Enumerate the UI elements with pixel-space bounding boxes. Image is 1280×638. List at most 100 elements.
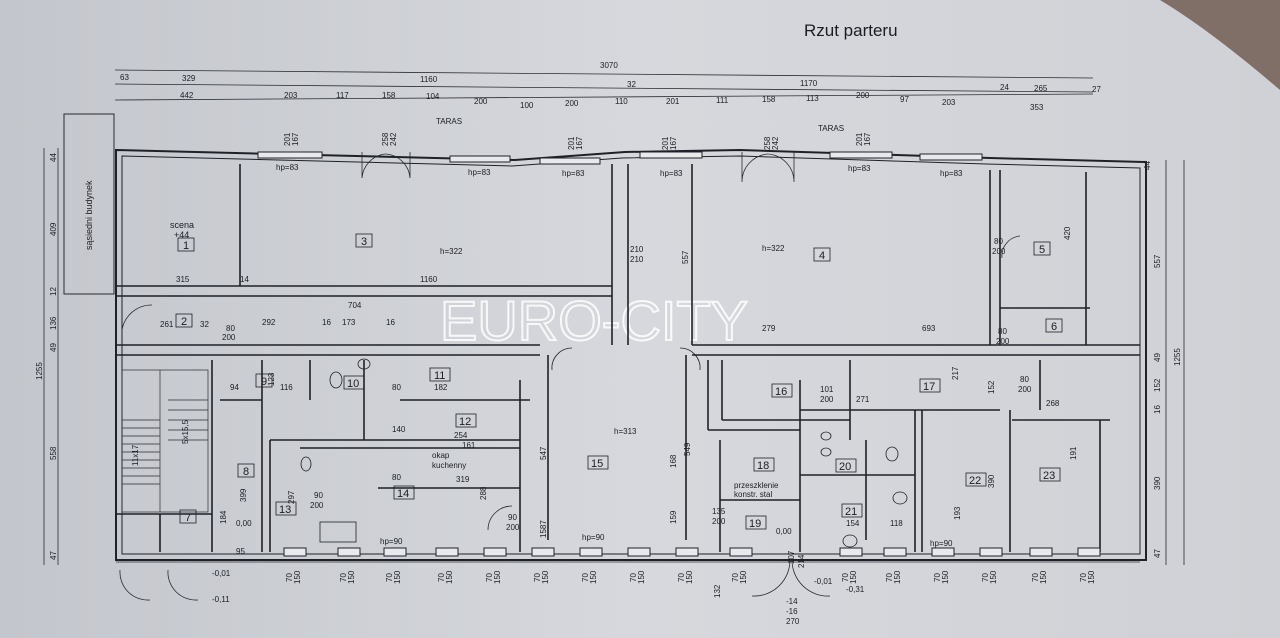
svg-text:150: 150 xyxy=(493,570,502,584)
svg-text:158: 158 xyxy=(382,91,396,100)
svg-text:19: 19 xyxy=(749,518,761,530)
svg-text:150: 150 xyxy=(893,570,902,584)
svg-text:161: 161 xyxy=(462,441,476,450)
svg-text:80: 80 xyxy=(392,473,401,482)
svg-text:49: 49 xyxy=(1153,353,1162,362)
svg-text:70: 70 xyxy=(841,573,850,582)
svg-text:117: 117 xyxy=(336,91,349,100)
svg-text:315: 315 xyxy=(176,275,190,284)
svg-text:193: 193 xyxy=(953,506,962,520)
svg-text:135: 135 xyxy=(712,507,726,516)
svg-text:420: 420 xyxy=(1063,226,1072,240)
svg-text:80: 80 xyxy=(392,383,401,392)
svg-text:16: 16 xyxy=(775,386,787,398)
svg-text:49: 49 xyxy=(49,343,58,352)
svg-text:279: 279 xyxy=(762,324,776,333)
svg-text:47: 47 xyxy=(49,551,58,560)
svg-text:10: 10 xyxy=(347,378,359,390)
svg-text:242: 242 xyxy=(771,136,780,150)
svg-text:203: 203 xyxy=(284,91,298,100)
svg-text:132: 132 xyxy=(713,584,722,598)
dim-24: 24 xyxy=(1000,83,1009,92)
level-markers: 0,00 -0,01 -0,11 0,00 -0,01 -0,31 -14 -1… xyxy=(212,519,865,616)
terrace-label-left: TARAS xyxy=(436,117,462,126)
bottom-windows xyxy=(283,547,1101,557)
svg-text:70: 70 xyxy=(981,573,990,582)
svg-text:70: 70 xyxy=(485,573,494,582)
dim-329: 329 xyxy=(182,74,196,83)
svg-text:20: 20 xyxy=(839,461,851,473)
svg-text:110: 110 xyxy=(615,97,628,106)
svg-text:+44: +44 xyxy=(174,230,189,240)
svg-text:80: 80 xyxy=(998,327,1007,336)
svg-text:152: 152 xyxy=(987,380,996,394)
note-przeszklenie: przeszklenie xyxy=(734,481,779,490)
svg-text:-0,31: -0,31 xyxy=(846,585,865,594)
svg-text:95: 95 xyxy=(236,547,245,556)
svg-text:104: 104 xyxy=(426,92,440,101)
inner-dimensions: 315 14 1160 704 261 32 292 16 173 16 279… xyxy=(160,226,1078,626)
svg-text:107: 107 xyxy=(787,550,796,564)
svg-text:210: 210 xyxy=(630,255,644,264)
svg-text:150: 150 xyxy=(541,570,550,584)
svg-text:150: 150 xyxy=(1039,570,1048,584)
svg-text:261: 261 xyxy=(160,320,174,329)
svg-text:-14: -14 xyxy=(786,597,798,606)
svg-text:2: 2 xyxy=(181,316,187,328)
svg-text:70: 70 xyxy=(629,573,638,582)
dims-row2: 442 203 117 158 104 200 100 200 110 201 … xyxy=(180,91,1044,112)
svg-text:1255: 1255 xyxy=(35,362,44,380)
svg-text:150: 150 xyxy=(739,570,748,584)
svg-text:90: 90 xyxy=(314,491,323,500)
svg-text:44: 44 xyxy=(1143,161,1152,170)
svg-text:44: 44 xyxy=(49,153,58,162)
neighbor-label: sąsiedni budynek xyxy=(84,180,94,250)
svg-text:173: 173 xyxy=(342,318,356,327)
svg-text:8: 8 xyxy=(243,466,249,478)
svg-text:168: 168 xyxy=(669,454,678,468)
svg-text:80: 80 xyxy=(1020,375,1029,384)
svg-text:0,00: 0,00 xyxy=(776,527,792,536)
svg-text:1255: 1255 xyxy=(1173,348,1182,366)
dim-265: 265 xyxy=(1034,84,1048,93)
svg-text:-0,01: -0,01 xyxy=(212,569,231,578)
dim-27: 27 xyxy=(1092,85,1101,94)
svg-text:167: 167 xyxy=(575,136,584,150)
dim-63: 63 xyxy=(120,73,129,82)
svg-text:hp=90: hp=90 xyxy=(380,537,403,546)
svg-text:1587: 1587 xyxy=(539,520,548,538)
svg-text:200: 200 xyxy=(310,501,324,510)
svg-text:22: 22 xyxy=(969,475,981,487)
svg-text:97: 97 xyxy=(900,95,909,104)
terrace-label-right: TARAS xyxy=(818,124,844,133)
svg-text:12: 12 xyxy=(459,416,471,428)
svg-text:23: 23 xyxy=(1043,470,1055,482)
note-kuchenny: kuchenny xyxy=(432,461,466,470)
svg-text:5: 5 xyxy=(1039,244,1045,256)
svg-text:200: 200 xyxy=(506,523,520,532)
svg-text:271: 271 xyxy=(856,395,870,404)
svg-text:11: 11 xyxy=(434,370,445,382)
svg-text:203: 203 xyxy=(942,98,956,107)
svg-text:9: 9 xyxy=(261,376,267,388)
svg-text:254: 254 xyxy=(454,431,468,440)
note-okap: okap xyxy=(432,451,450,460)
svg-text:hp=83: hp=83 xyxy=(660,169,683,178)
svg-text:4: 4 xyxy=(819,250,825,262)
svg-text:704: 704 xyxy=(348,301,362,310)
svg-text:150: 150 xyxy=(849,570,858,584)
svg-text:70: 70 xyxy=(731,573,740,582)
room-labels: scena +44 1 2 3 4 5 6 7 8 9 10 11 12 13 … xyxy=(170,220,1063,530)
svg-text:13: 13 xyxy=(279,504,291,516)
svg-text:200: 200 xyxy=(1018,385,1032,394)
svg-text:200: 200 xyxy=(712,517,726,526)
svg-text:191: 191 xyxy=(1069,446,1078,460)
top-windows xyxy=(257,151,983,165)
svg-text:150: 150 xyxy=(989,570,998,584)
dim-1160: 1160 xyxy=(420,75,438,84)
svg-text:hp=83: hp=83 xyxy=(848,164,871,173)
svg-text:21: 21 xyxy=(845,506,857,518)
svg-text:159: 159 xyxy=(669,510,678,524)
svg-text:547: 547 xyxy=(539,446,548,460)
